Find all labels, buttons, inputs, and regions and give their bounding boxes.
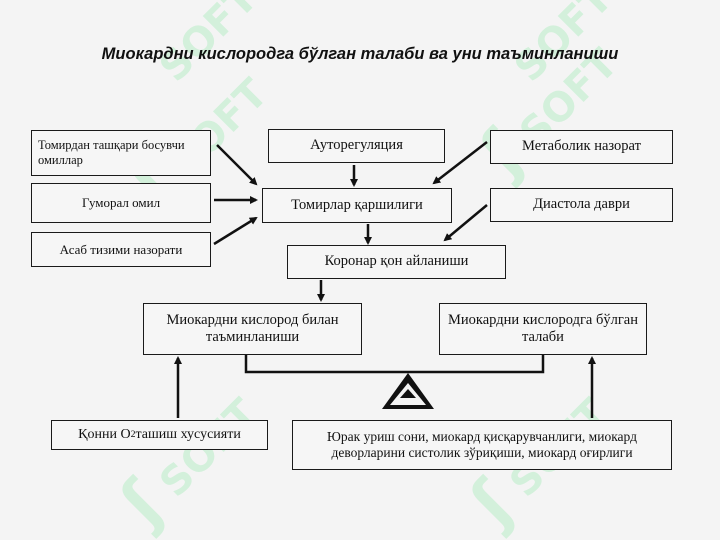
balance-fulcrum [382, 373, 434, 409]
arrow-diastole-to-coronary [443, 204, 488, 242]
arrow-external-to-resistance [216, 144, 258, 186]
node-humoral-factor: Гуморал омил [31, 183, 211, 223]
node-oxygen-demand: Миокардни кислородга бўлган талаби [439, 303, 647, 355]
node-nervous-control: Асаб тизими назорати [31, 232, 211, 267]
balance-beam [244, 355, 545, 374]
page-title: Миокардни кислородга бўлган талаби ва ун… [101, 45, 619, 63]
node-autoregulation: Ауторегуляция [268, 129, 445, 163]
node-oxygen-supply: Миокардни кислород билан таъминланиши [143, 303, 362, 355]
blood-o2-subscript: 2 [130, 429, 136, 441]
node-vascular-resistance: Томирлар қаршилиги [262, 188, 452, 223]
arrow-nervous-to-resistance [213, 216, 258, 246]
blood-o2-suffix: ташиш хусусияти [135, 426, 241, 442]
node-diastole-period: Диастола даври [490, 188, 673, 222]
node-coronary-circulation: Коронар қон айланиши [287, 245, 506, 279]
node-metabolic-control: Метаболик назорат [490, 130, 673, 164]
node-external-compression-factors: Томирдан ташқари босувчи омиллар [31, 130, 211, 176]
arrow-metabolic-to-resistance [432, 141, 488, 185]
node-heart-factors: Юрак уриш сони, миокард қисқарувчанлиги,… [292, 420, 672, 470]
blood-o2-prefix: Қонни O [78, 426, 131, 442]
